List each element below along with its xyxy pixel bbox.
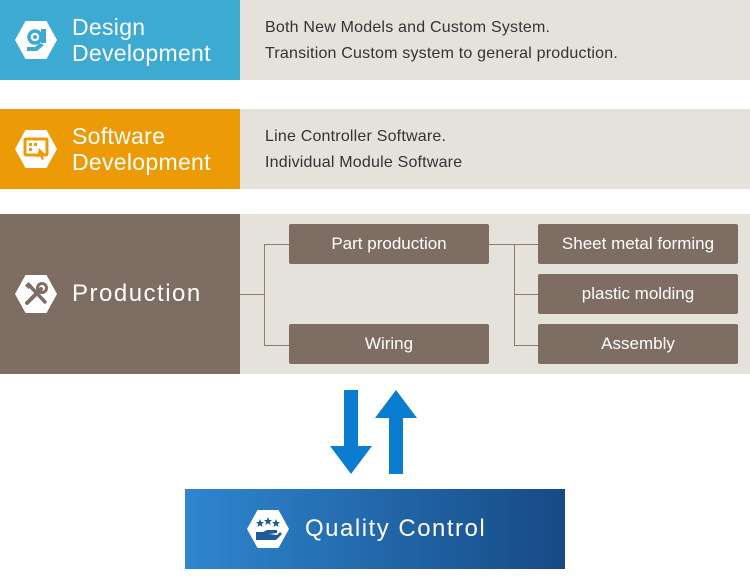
tree-connector bbox=[514, 294, 538, 295]
production-header: Production bbox=[0, 214, 240, 374]
gear-hand-icon bbox=[15, 21, 57, 59]
software-development-title: Software Development bbox=[72, 123, 211, 175]
production-tree: Part production Wiring Sheet metal formi… bbox=[240, 214, 750, 374]
bidirectional-arrows-icon bbox=[330, 390, 417, 474]
plastic-molding-box: plastic molding bbox=[538, 274, 738, 314]
tree-connector bbox=[264, 244, 289, 245]
description-line: Line Controller Software. bbox=[265, 128, 447, 145]
design-development-description: Both New Models and Custom System. Trans… bbox=[240, 0, 750, 80]
tree-connector bbox=[264, 345, 289, 346]
wrench-screwdriver-icon bbox=[15, 275, 57, 313]
software-screen-icon bbox=[15, 130, 57, 168]
description-line: Both New Models and Custom System. bbox=[265, 19, 551, 36]
tree-connector bbox=[264, 244, 265, 345]
wiring-box: Wiring bbox=[289, 324, 489, 364]
production-row: Production Part production Wiring Sheet … bbox=[0, 214, 750, 374]
stars-hand-icon bbox=[247, 510, 289, 548]
tree-connector bbox=[489, 244, 514, 245]
software-development-row: Software Development Line Controller Sof… bbox=[0, 109, 750, 189]
software-development-description: Line Controller Software. Individual Mod… bbox=[240, 109, 750, 189]
description-line: Individual Module Software bbox=[265, 154, 463, 171]
tree-connector bbox=[240, 294, 264, 295]
description-line: Transition Custom system to general prod… bbox=[265, 45, 618, 62]
tree-connector bbox=[514, 345, 538, 346]
title-line-1: Design bbox=[72, 14, 146, 40]
title-line-2: Development bbox=[72, 149, 211, 175]
assembly-box: Assembly bbox=[538, 324, 738, 364]
software-development-header: Software Development bbox=[0, 109, 240, 189]
design-development-header: Design Development bbox=[0, 0, 240, 80]
title-line-2: Development bbox=[72, 40, 211, 66]
quality-control-box: Quality Control bbox=[185, 489, 565, 569]
production-title: Production bbox=[72, 280, 202, 307]
sheet-metal-forming-box: Sheet metal forming bbox=[538, 224, 738, 264]
quality-control-title: Quality Control bbox=[305, 515, 487, 542]
design-development-title: Design Development bbox=[72, 14, 211, 66]
tree-connector bbox=[514, 244, 538, 245]
design-development-row: Design Development Both New Models and C… bbox=[0, 0, 750, 80]
part-production-box: Part production bbox=[289, 224, 489, 264]
title-line-1: Software bbox=[72, 123, 166, 149]
